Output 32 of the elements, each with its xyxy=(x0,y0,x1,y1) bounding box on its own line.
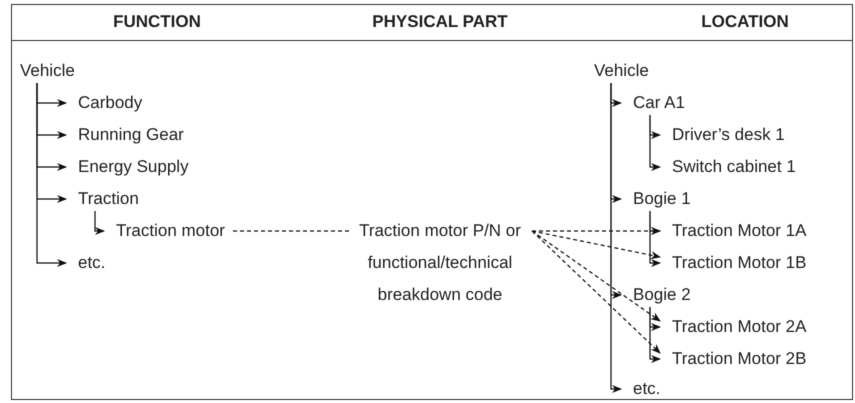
column-heading: FUNCTION xyxy=(113,11,201,33)
dashed-link xyxy=(532,230,661,354)
dashed-link xyxy=(233,230,350,232)
tree-item-text: etc. xyxy=(633,379,660,398)
tree-arrow xyxy=(649,115,661,171)
tree-item-text: etc. xyxy=(78,253,106,272)
tree-item-text: Traction Motor 2B xyxy=(672,349,806,368)
tree-item-text: Running Gear xyxy=(78,125,184,144)
tree-item-text: Traction motor P/N or functional/technical breakdown code xyxy=(359,221,521,304)
tree-item-text: Vehicle xyxy=(594,61,649,80)
tree-item-text: Bogie 1 xyxy=(633,189,691,208)
tree-item-text: Vehicle xyxy=(20,61,75,80)
tree-item-text: Switch cabinet 1 xyxy=(672,157,796,176)
tree-item-text: Car A1 xyxy=(633,93,685,112)
dashed-link xyxy=(532,230,661,260)
tree-item-text: Energy Supply xyxy=(78,157,189,176)
tree-arrow xyxy=(649,211,661,267)
column-heading: PHYSICAL PART xyxy=(372,11,508,33)
tree-item-text: Traction motor xyxy=(116,221,225,240)
tree-arrow xyxy=(649,307,661,363)
tree-item-text: Bogie 2 xyxy=(633,285,691,304)
dashed-link xyxy=(532,230,661,322)
tree-arrow xyxy=(94,211,105,235)
tree-item-text: Traction Motor 2A xyxy=(672,317,806,336)
tree-arrow xyxy=(610,83,622,393)
tree-item-text: Traction xyxy=(78,189,139,208)
tree-item-text: Traction Motor 1A xyxy=(672,221,806,240)
tree-item-text: Traction Motor 1B xyxy=(672,253,806,272)
tree-item-text: Carbody xyxy=(78,93,142,112)
column-heading: LOCATION xyxy=(701,11,789,33)
tree-item-text: Driver’s desk 1 xyxy=(672,125,785,144)
tree-arrow xyxy=(36,83,67,267)
